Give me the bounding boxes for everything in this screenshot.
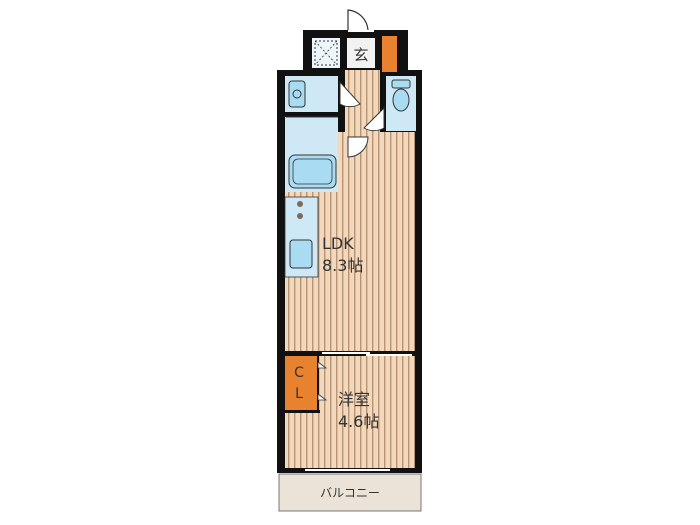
washbasin-icon [288, 80, 306, 108]
entrance-label: 玄 [353, 46, 368, 64]
closet-bottom-wall [285, 410, 320, 413]
balcony [278, 473, 422, 512]
closet-label-line2: L [295, 386, 303, 402]
washing-machine-icon [314, 40, 338, 66]
washroom-door-swing [339, 80, 361, 108]
shoe-cabinet [382, 36, 397, 72]
bathtub-icon [288, 154, 337, 189]
stove-burner-icon [297, 201, 303, 207]
balcony-label: バルコニー [320, 486, 380, 500]
toilet-door-swing [363, 106, 385, 132]
stove-burner-icon [297, 213, 303, 219]
ldk-name-label: LDK [322, 234, 354, 253]
kitchen-sink-icon [289, 239, 313, 269]
closet [285, 356, 318, 410]
entrance-floor [347, 38, 375, 68]
ldk-door-swing [347, 136, 369, 158]
toilet-icon [392, 88, 410, 112]
toilet-tank [391, 79, 411, 89]
closet-label-line1: C [294, 365, 304, 381]
bedroom-size-label: 4.6帖 [338, 412, 379, 431]
closet-door-icon [317, 361, 328, 401]
bedroom-name-label: 洋室 [338, 390, 370, 409]
front-door-swing [347, 9, 369, 31]
ldk-size-label: 8.3帖 [322, 256, 363, 275]
